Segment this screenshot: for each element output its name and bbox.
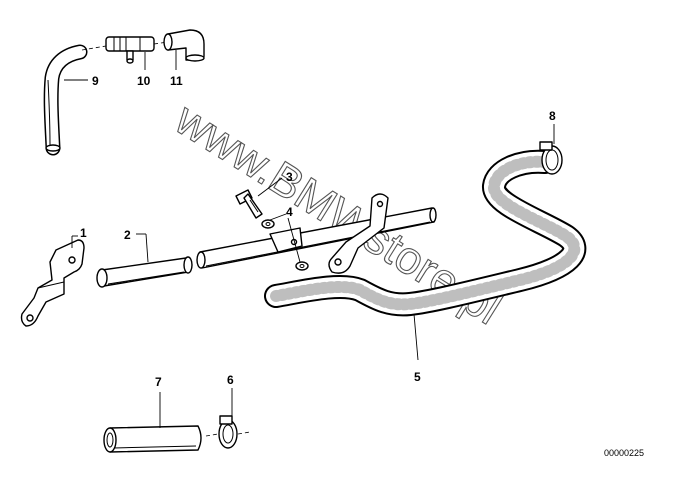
part-9-hose[interactable] bbox=[43, 44, 88, 156]
callout-5: 5 bbox=[414, 370, 421, 384]
callout-8: 8 bbox=[549, 109, 556, 123]
callout-7: 7 bbox=[155, 375, 162, 389]
part-5-hose[interactable] bbox=[264, 149, 587, 317]
callout-11: 11 bbox=[170, 74, 183, 88]
part-4-washer[interactable] bbox=[261, 219, 309, 271]
callout-2: 2 bbox=[124, 228, 131, 242]
callout-10: 10 bbox=[137, 74, 151, 88]
diagram-code: 00000225 bbox=[604, 448, 644, 458]
pipe-bracket-right[interactable] bbox=[328, 193, 389, 274]
part-11-elbow[interactable] bbox=[163, 29, 205, 62]
callout-3: 3 bbox=[286, 170, 293, 184]
callout-6: 6 bbox=[227, 373, 234, 387]
part-2-sleeve[interactable] bbox=[96, 256, 193, 288]
part-10-connector[interactable] bbox=[105, 36, 155, 64]
part-3-bolt[interactable] bbox=[235, 189, 263, 219]
part-6-clamp[interactable] bbox=[218, 415, 238, 449]
part-1-bracket[interactable] bbox=[20, 239, 85, 327]
part-8-clamp[interactable] bbox=[539, 141, 563, 175]
callout-9: 9 bbox=[92, 74, 99, 88]
callout-1: 1 bbox=[80, 226, 87, 240]
part-7-hose[interactable] bbox=[103, 425, 202, 453]
callout-4: 4 bbox=[286, 205, 293, 219]
